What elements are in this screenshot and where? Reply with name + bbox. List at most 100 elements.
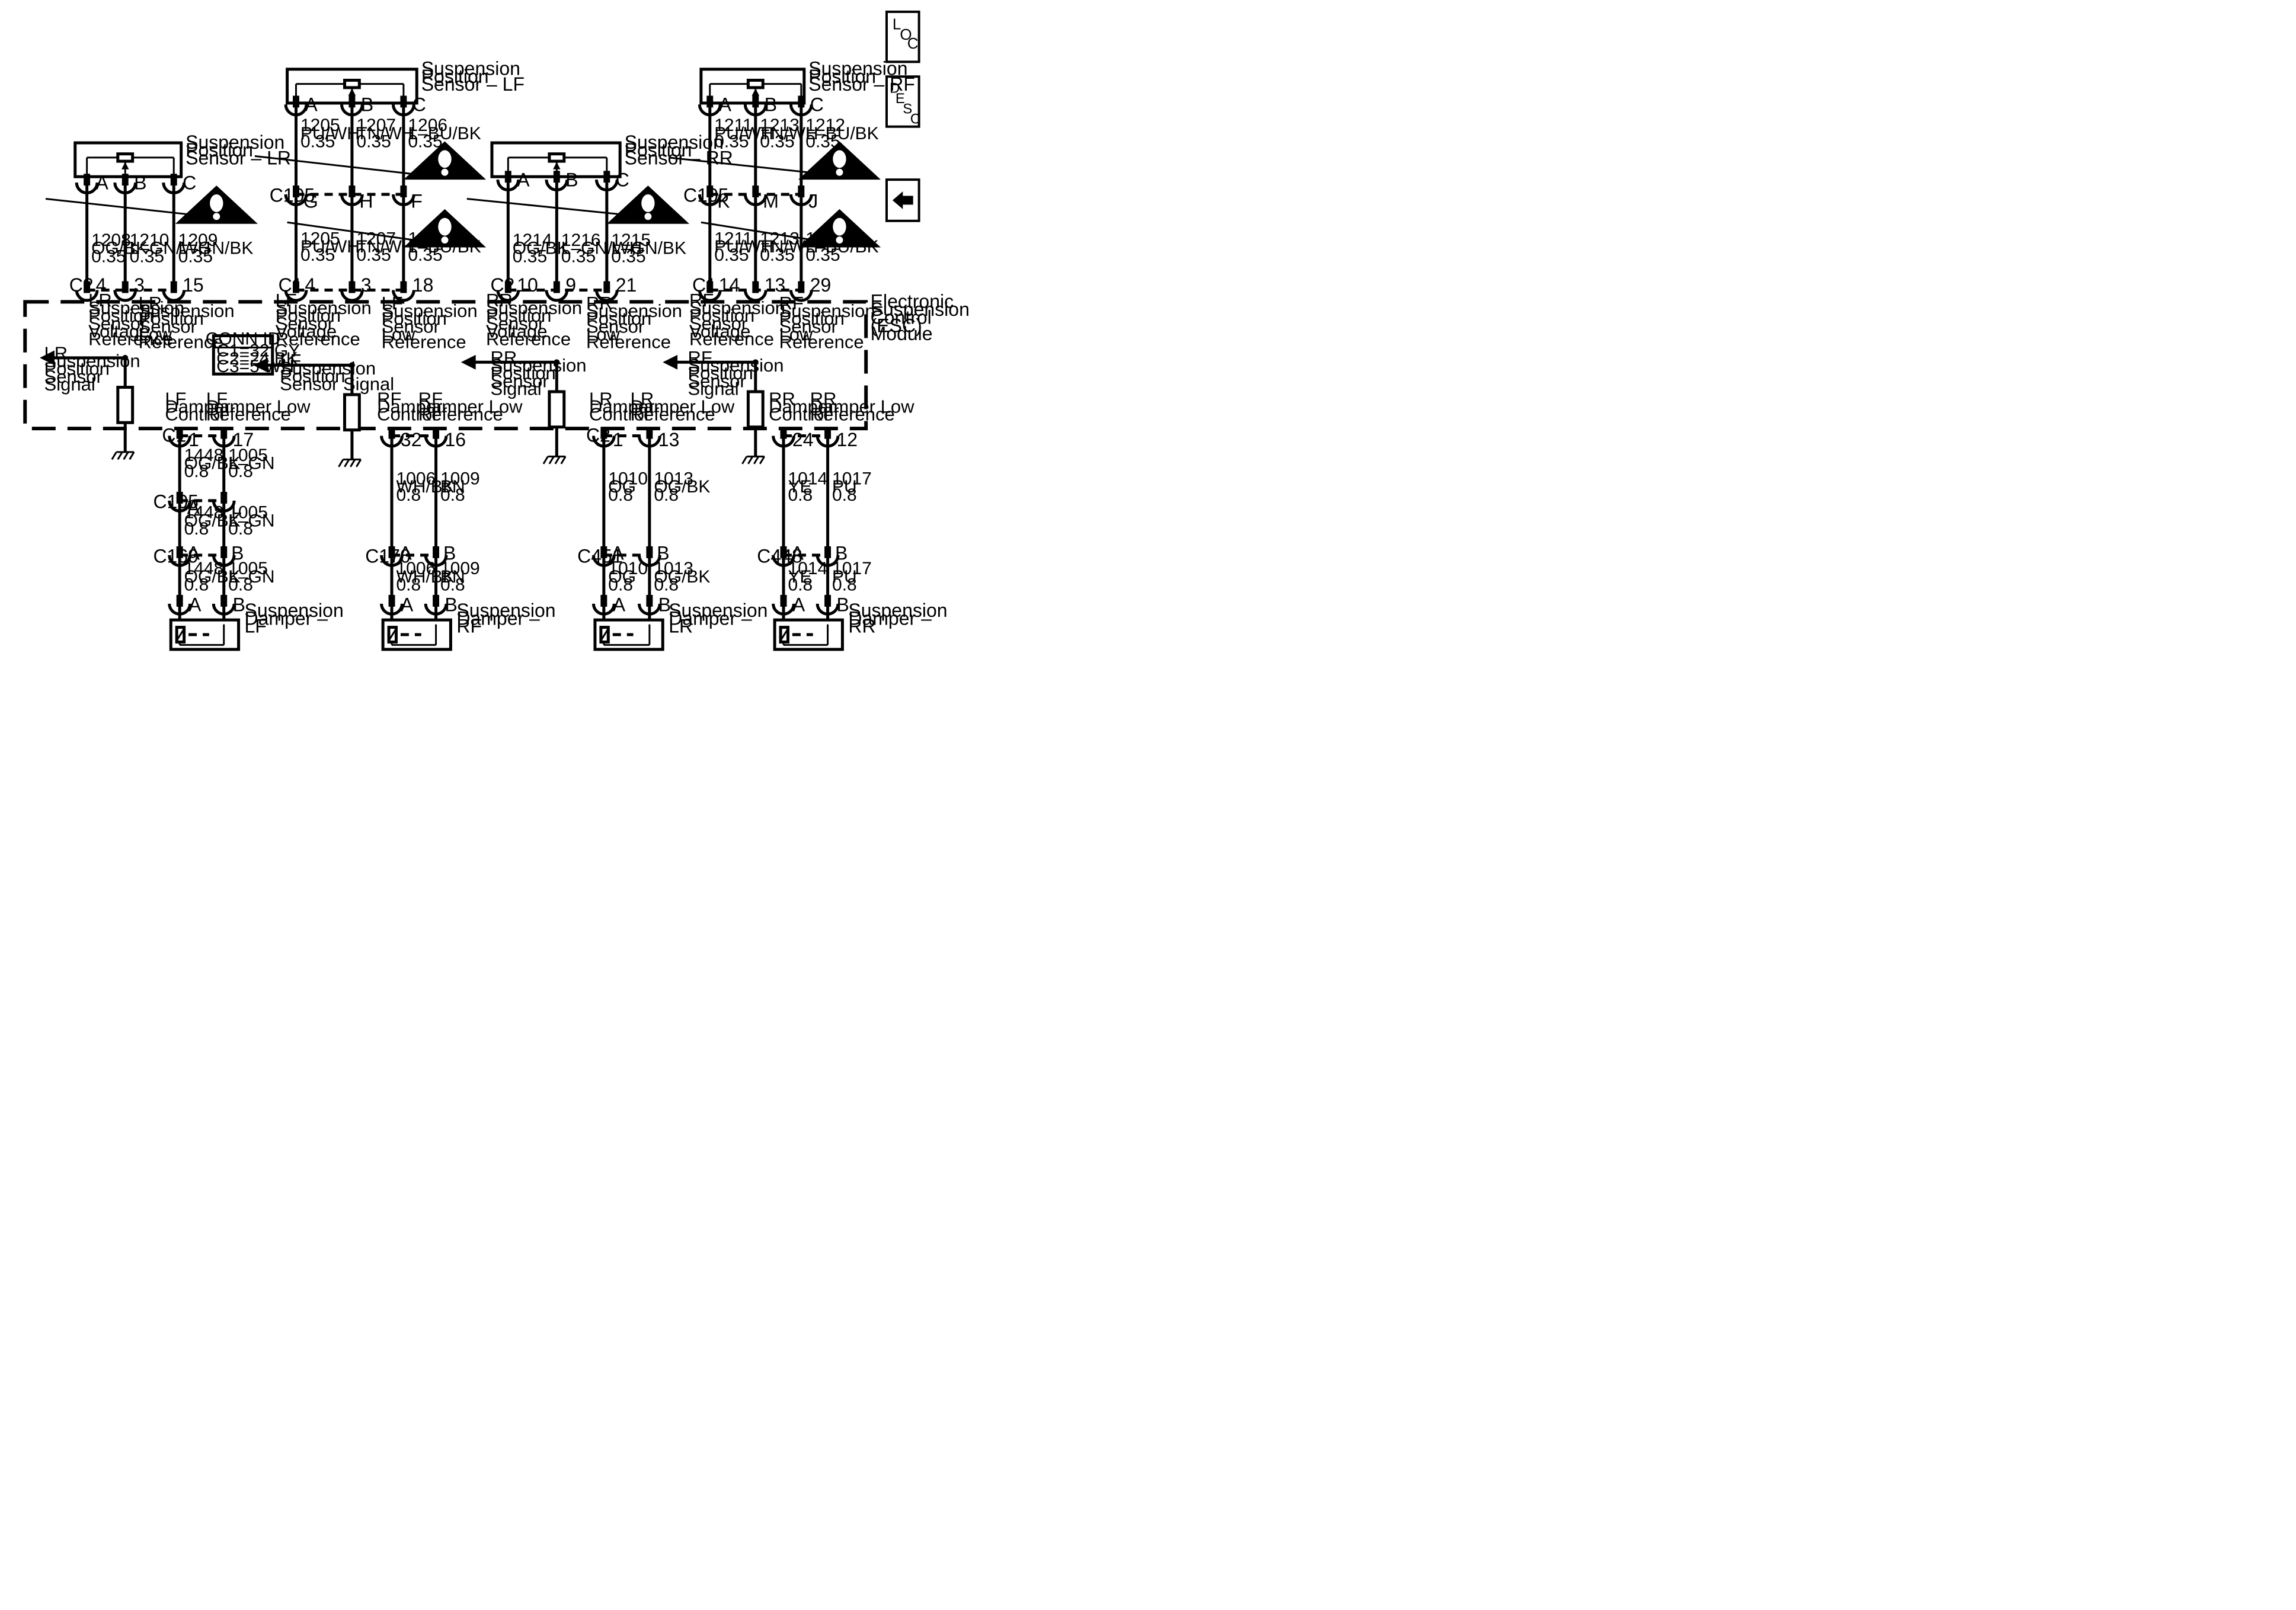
loc-button[interactable]: [885, 10, 920, 63]
module-pin-function: Suspension: [139, 300, 235, 321]
resistor-symbol: [548, 390, 566, 429]
signal-label: Sensor: [44, 366, 103, 387]
module-pin-function: Low: [779, 324, 813, 345]
wire-spec-label: 1017: [832, 559, 872, 578]
module-connector-terminal: [176, 427, 183, 439]
shield-slash: [45, 197, 195, 216]
wire-spec-label: OG/BK: [184, 453, 241, 473]
module-name-label: (ESC): [871, 315, 922, 336]
wire-spec-label: 0.8: [788, 485, 813, 505]
back-button[interactable]: [885, 178, 920, 222]
module-connector-terminal: [646, 427, 653, 439]
signal-label: LF: [280, 350, 301, 371]
sensor-terminal: [504, 171, 511, 183]
module-connector-terminal: [433, 427, 440, 439]
module-pin-function: Damper: [165, 396, 230, 417]
module-pin-function: LR: [139, 293, 162, 313]
sensor-name-lf: Position: [421, 66, 489, 87]
ground-icon: [111, 452, 117, 460]
damper-pin-label: B: [836, 594, 849, 615]
damper-pin-label: A: [792, 594, 805, 615]
loc-label: C: [907, 34, 919, 52]
module-pin-function: Suspension: [586, 300, 682, 321]
module-connector-terminal: [789, 290, 813, 302]
module-pin-label: 12: [836, 429, 858, 450]
wire-spec-label: 0.8: [228, 519, 253, 539]
module-connector-terminal: [637, 436, 661, 448]
loc-label: O: [900, 25, 912, 43]
wire-spec-label: 0.35: [561, 247, 596, 266]
module-connector-terminal: [424, 436, 448, 448]
wire-spec-label: 0.35: [513, 247, 547, 266]
sensor-name-rf: Sensor – RF: [808, 73, 915, 95]
module-connector-terminal: [212, 436, 236, 448]
ground-icon: [759, 456, 766, 465]
ground-icon: [741, 456, 748, 465]
wire-spec-label: 0.8: [184, 519, 209, 539]
wire-spec-label: 1214: [513, 231, 552, 250]
module-pin-function: Suspension: [689, 297, 785, 318]
sensor-pin-label: A: [517, 169, 530, 190]
sensor-name-lf: Suspension: [421, 58, 520, 79]
module-pin-function: RR: [586, 293, 613, 313]
module-pin-function: Suspension: [382, 300, 478, 321]
wire-spec-label: 1013: [654, 559, 693, 578]
solenoid-symbol: [600, 628, 609, 641]
signal-label: Suspension: [44, 351, 140, 372]
shield-slash: [701, 221, 822, 243]
sensor-terminal: [603, 171, 610, 183]
wire-spec-label: 0.35: [356, 132, 391, 152]
wire-spec-label: PU/WH: [714, 124, 773, 143]
module-connector-terminal: [293, 281, 299, 293]
wiper-arrow-icon: [553, 162, 561, 169]
module-connector-terminal: [600, 427, 607, 439]
inline-connector-terminal: [400, 185, 407, 197]
module-pin-function: Control: [165, 404, 224, 425]
inline-connector-terminal: [706, 185, 714, 197]
module-pin-function: Damper: [769, 396, 834, 417]
wire-spec-label: L–GN: [228, 567, 274, 587]
sensor-terminal: [594, 179, 619, 192]
sensor-terminal: [789, 104, 813, 117]
signal-label: Sensor: [687, 370, 746, 391]
ground-icon: [338, 459, 344, 468]
inline-connector-terminal: [220, 546, 228, 558]
sensor-terminal: [162, 182, 186, 195]
module-connector-terminal: [816, 436, 840, 448]
sensor-terminal: [798, 95, 805, 108]
sensor-pin-label: A: [719, 94, 732, 116]
wire-spec-label: OG/BK: [654, 567, 710, 587]
damper-name-rf: Damper –: [456, 607, 540, 629]
signal-label: Position: [687, 363, 753, 383]
module-pin-function: Damper Low: [631, 396, 735, 417]
potentiometer-symbol: [746, 78, 765, 89]
inline-connector-name: C448: [757, 545, 802, 566]
wire-spec-label: 0.35: [408, 132, 442, 152]
sensor-terminal: [121, 174, 129, 186]
module-pin-function: Control: [589, 404, 648, 425]
module-connector-terminal: [752, 281, 759, 293]
module-pin-function: LF: [165, 388, 186, 409]
damper-pin-label: A: [188, 594, 202, 615]
inline-connector-name: C169: [153, 545, 199, 566]
module-connector-terminal: [798, 281, 805, 293]
wire-spec-label: 0.8: [608, 485, 633, 505]
sensor-pin-label: B: [765, 94, 777, 116]
module-pin-function: LF: [276, 290, 297, 311]
inline-connector-terminal: [340, 194, 364, 206]
ground-icon: [350, 459, 356, 468]
sensor-terminal: [84, 174, 91, 186]
module-pin-function: RR: [810, 388, 837, 409]
wire-spec-label: 0.35: [408, 245, 442, 265]
module-pin-function: Reference: [88, 329, 173, 350]
inline-connector-terminal: [388, 546, 395, 558]
wire-spec-label: 1213: [760, 116, 800, 135]
wire-spec-label: 0.8: [228, 575, 253, 594]
inline-connector-terminal: [380, 555, 404, 567]
wire-spec-label: 0.8: [832, 575, 857, 594]
wire-spec-label: L–GN/WH: [561, 239, 642, 258]
desc-button[interactable]: [885, 75, 920, 128]
wire-spec-label: 1212: [805, 116, 845, 135]
wire-spec-label: 0.8: [184, 462, 209, 481]
module-pin-label: 13: [658, 429, 680, 450]
